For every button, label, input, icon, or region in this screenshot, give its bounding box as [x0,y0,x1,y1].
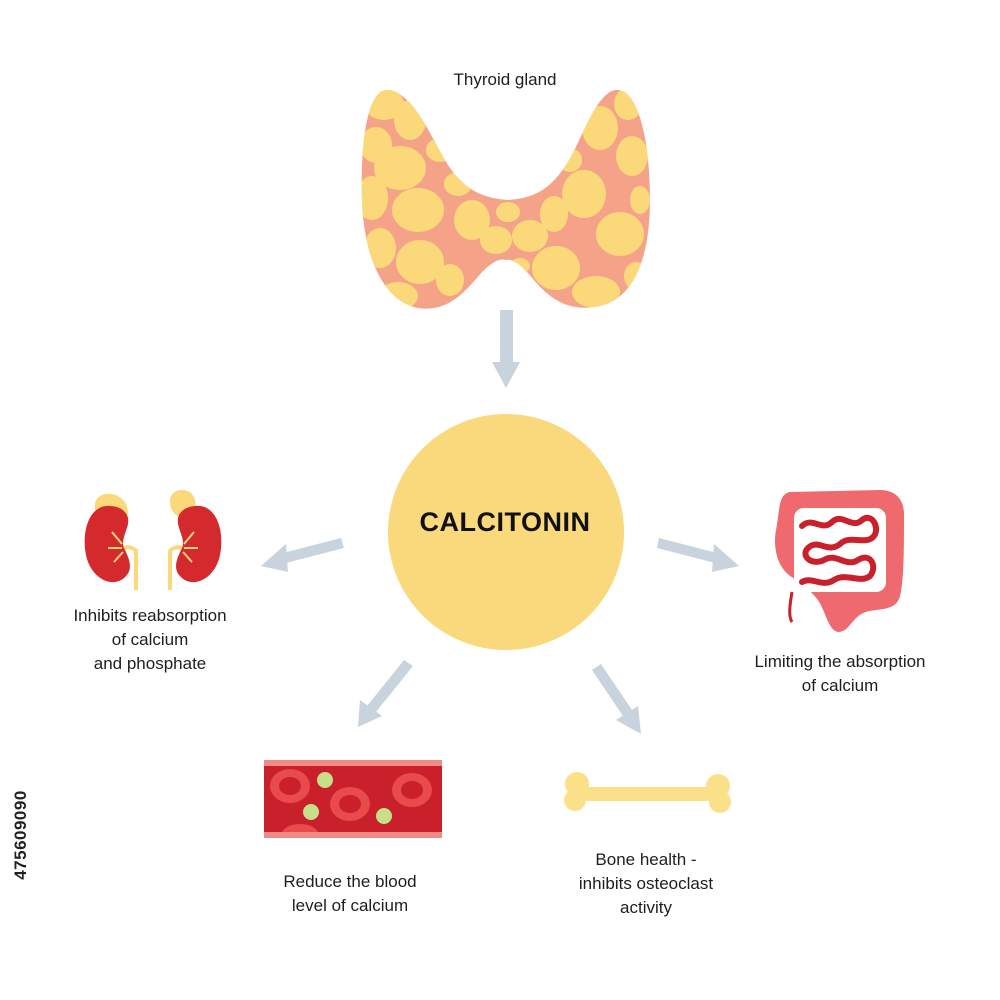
intestine-effect-line: Limiting the absorption [754,652,926,671]
thyroid-gland-label: Thyroid gland [453,70,557,89]
thyroid-gland-icon [361,89,650,309]
arrow-to-bone [592,664,641,734]
kidney-effect-line: and phosphate [93,654,207,673]
kidney-effect-line: Inhibits reabsorption [73,606,227,625]
calcitonin-circle [388,414,624,650]
stock-image-id: 475609090 [11,790,30,880]
arrow-thyroid-to-calcitonin [492,310,520,388]
bone-effect-line: activity [620,898,672,917]
arrow-to-blood-vessel [358,660,413,727]
calcitonin-title: CALCITONIN [419,507,591,537]
blood-effect-line: Reduce the blood [283,872,417,891]
kidney-effect-line: of calcium [111,630,189,649]
intestine-icon [774,490,904,632]
arrow-to-intestine [657,538,739,572]
arrow-to-kidneys [261,538,344,572]
blood-vessel-icon [264,760,442,838]
blood-effect-line: level of calcium [291,896,409,915]
intestine-effect-label: Limiting the absorption of calcium [720,650,960,698]
intestine-effect-line: of calcium [801,676,879,695]
kidneys-icon [84,489,222,590]
blood-effect-label: Reduce the blood level of calcium [250,870,450,918]
bone-effect-line: inhibits osteoclast [578,874,714,893]
bone-icon [564,772,731,813]
bone-effect-label: Bone health - inhibits osteoclast activi… [546,848,746,920]
bone-effect-line: Bone health - [595,850,697,869]
kidney-effect-label: Inhibits reabsorption of calcium and pho… [40,604,260,676]
